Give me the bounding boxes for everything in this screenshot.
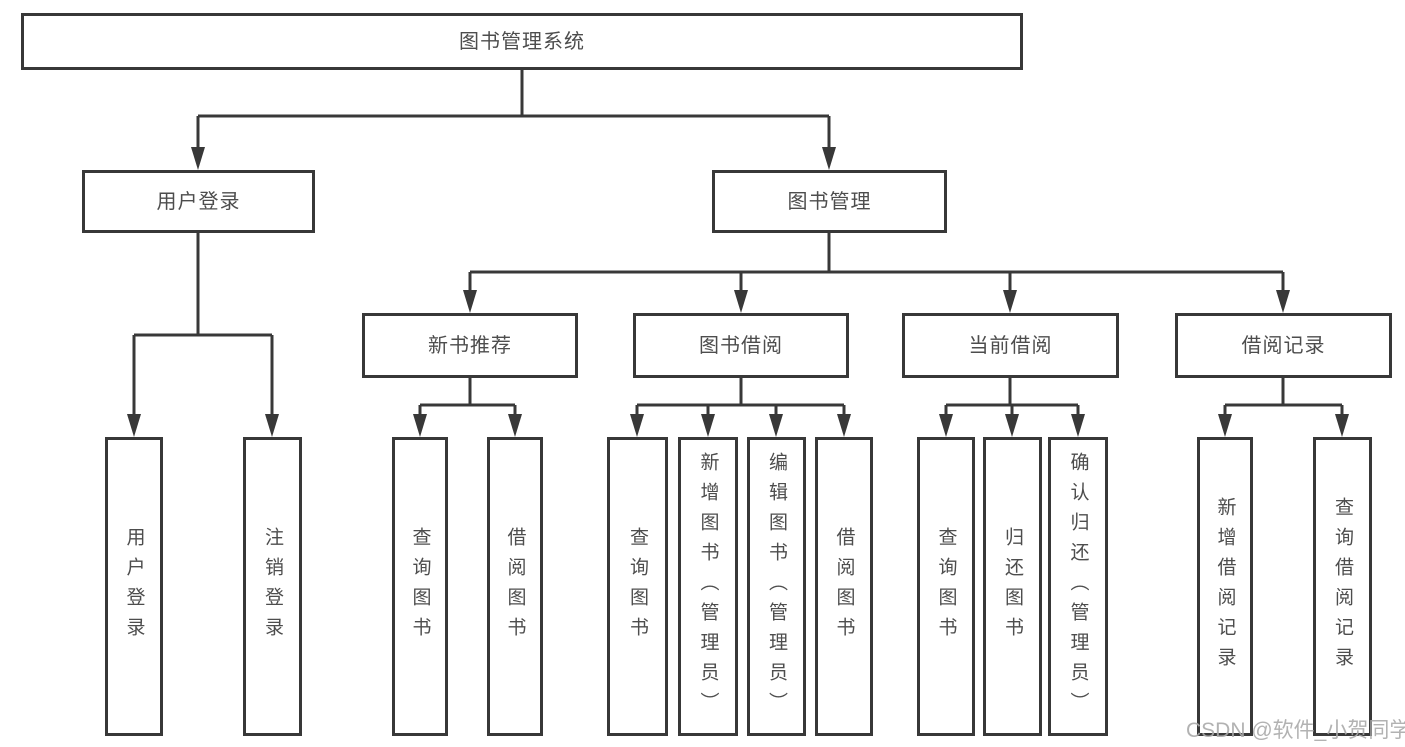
node-user-login: 用户登录 bbox=[82, 170, 315, 233]
leaf-borrow-books: 借阅图书 bbox=[487, 437, 543, 736]
node-label: 图书借阅 bbox=[699, 334, 783, 357]
node-label: 查询图书 bbox=[627, 526, 648, 647]
node-label: 新书推荐 bbox=[428, 334, 512, 357]
node-label: 确认归还（管理员） bbox=[1067, 451, 1089, 722]
leaf-query-books: 查询图书 bbox=[607, 437, 668, 736]
node-new-book-recommend: 新书推荐 bbox=[362, 313, 578, 378]
leaf-add-book-admin: 新增图书（管理员） bbox=[678, 437, 738, 736]
node-label: 借阅图书 bbox=[833, 526, 855, 647]
node-label: 用户登录 bbox=[123, 526, 145, 647]
leaf-confirm-return-admin: 确认归还（管理员） bbox=[1048, 437, 1108, 736]
leaf-edit-book-admin: 编辑图书（管理员） bbox=[747, 437, 806, 736]
node-label: 用户登录 bbox=[156, 190, 241, 213]
node-label: 借阅图书 bbox=[504, 526, 526, 647]
leaf-logout: 注销登录 bbox=[243, 437, 302, 736]
node-label: 编辑图书（管理员） bbox=[766, 451, 787, 722]
node-label: 新增借阅记录 bbox=[1214, 496, 1236, 677]
node-label: 查询图书 bbox=[935, 526, 957, 647]
node-label: 归还图书 bbox=[1002, 526, 1023, 647]
node-label: 查询图书 bbox=[409, 526, 431, 647]
leaf-query-books: 查询图书 bbox=[917, 437, 975, 736]
node-current-borrow: 当前借阅 bbox=[902, 313, 1119, 378]
leaf-query-books: 查询图书 bbox=[392, 437, 448, 736]
node-label: 当前借阅 bbox=[968, 334, 1053, 357]
node-book-management: 图书管理 bbox=[712, 170, 947, 233]
node-book-borrow: 图书借阅 bbox=[633, 313, 849, 378]
node-label: 图书管理系统 bbox=[459, 30, 585, 53]
node-label: 图书管理 bbox=[787, 190, 872, 213]
node-label: 注销登录 bbox=[262, 526, 283, 647]
leaf-return-books: 归还图书 bbox=[983, 437, 1042, 736]
leaf-add-borrow-record: 新增借阅记录 bbox=[1197, 437, 1253, 736]
leaf-user-login: 用户登录 bbox=[105, 437, 163, 736]
leaf-borrow-books: 借阅图书 bbox=[815, 437, 873, 736]
csdn-watermark: CSDN @软件_小贺同学 bbox=[1186, 719, 1405, 742]
leaf-query-borrow-record: 查询借阅记录 bbox=[1313, 437, 1372, 736]
node-library-management-system: 图书管理系统 bbox=[21, 13, 1023, 70]
node-borrow-records: 借阅记录 bbox=[1175, 313, 1392, 378]
node-label: 新增图书（管理员） bbox=[697, 451, 719, 722]
node-label: 借阅记录 bbox=[1241, 334, 1326, 357]
node-label: 查询借阅记录 bbox=[1332, 496, 1353, 677]
